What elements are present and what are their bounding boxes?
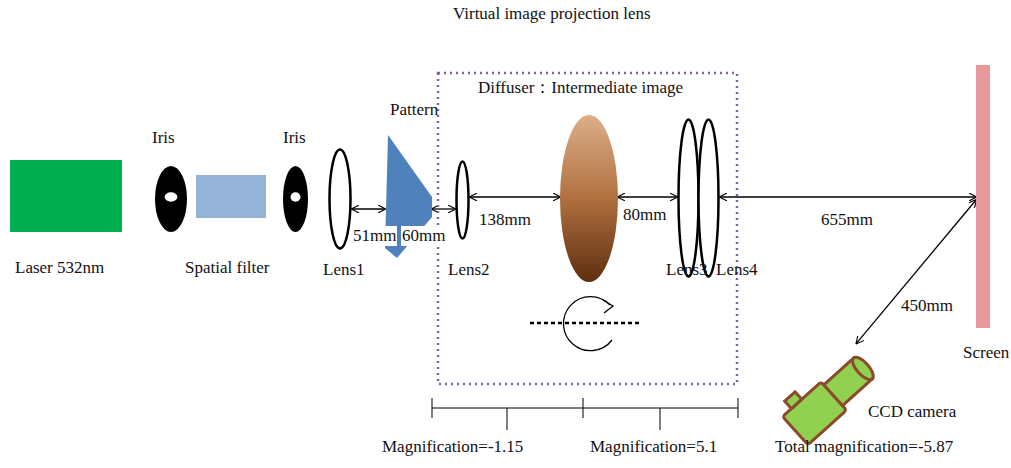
lens-symbol-outline bbox=[697, 118, 720, 278]
magnification-label: Magnification=-1.15 bbox=[382, 437, 523, 457]
screen-panel: Screen bbox=[976, 65, 990, 328]
iris-symbol: Iris bbox=[283, 166, 308, 232]
part-label: Lens1 bbox=[323, 260, 365, 280]
lens-symbol: Lens4 bbox=[697, 118, 720, 278]
part-label: Diffuser：Intermediate image bbox=[478, 78, 683, 98]
iris-symbol-outline bbox=[155, 166, 187, 232]
lens-symbol: Lens1 bbox=[328, 148, 352, 250]
part-label: Virtual image projection lens bbox=[453, 4, 651, 24]
part-label: Screen bbox=[963, 343, 1009, 363]
dimension-arrow bbox=[352, 208, 385, 209]
dimension-arrow bbox=[432, 208, 455, 209]
lens-symbol-outline bbox=[677, 118, 700, 278]
part-label: Laser 532nm bbox=[15, 258, 104, 278]
spatial-filter-box-outline bbox=[196, 175, 266, 218]
dimension-arrow bbox=[720, 196, 976, 197]
dimension-label: 51mm bbox=[352, 226, 397, 246]
rotation-arrowhead bbox=[603, 300, 613, 313]
part-label: Pattern bbox=[390, 100, 438, 120]
dimension-label: 60mm bbox=[401, 226, 446, 246]
laser-box-outline bbox=[10, 160, 122, 232]
diffuser-disc: Diffuser：Intermediate image bbox=[560, 115, 618, 282]
dimension-label: 80mm bbox=[622, 205, 667, 225]
dimension-label: 138mm bbox=[478, 210, 532, 230]
ccd-camera-outline bbox=[775, 318, 885, 445]
iris-symbol-outline bbox=[283, 166, 308, 232]
dimension-arrow bbox=[856, 200, 976, 343]
rotation-axis bbox=[530, 322, 642, 325]
lens-symbol-outline bbox=[455, 160, 470, 240]
laser-box: Laser 532nm bbox=[10, 160, 122, 232]
part-label: Lens4 bbox=[716, 260, 758, 280]
spatial-filter-box: Spatial filter bbox=[196, 175, 266, 218]
part-label: Spatial filter bbox=[185, 258, 270, 278]
lens-symbol-outline bbox=[328, 148, 352, 250]
part-label: Lens3 bbox=[666, 260, 708, 280]
dimension-arrow bbox=[470, 196, 560, 197]
dimension-arrow bbox=[618, 196, 677, 197]
lens-symbol: Lens3 bbox=[677, 118, 700, 278]
part-label: Iris bbox=[283, 128, 306, 148]
rotation-arc bbox=[563, 297, 612, 351]
magnification-label: Magnification=5.1 bbox=[590, 437, 717, 457]
lens-symbol: Lens2 bbox=[455, 160, 470, 240]
screen-panel-outline bbox=[976, 65, 990, 328]
dimension-label: 450mm bbox=[900, 296, 954, 316]
part-label: CCD camera bbox=[868, 402, 956, 422]
magnification-label: Total magnification=-5.87 bbox=[775, 437, 953, 457]
iris-symbol: Iris bbox=[155, 166, 187, 232]
magnification-bracket bbox=[432, 398, 738, 430]
ccd-camera: CCD camera bbox=[775, 318, 885, 445]
part-label: Iris bbox=[152, 128, 175, 148]
part-label: Lens2 bbox=[448, 260, 490, 280]
dimension-label: 655mm bbox=[820, 210, 874, 230]
diffuser-disc-outline bbox=[560, 115, 618, 282]
